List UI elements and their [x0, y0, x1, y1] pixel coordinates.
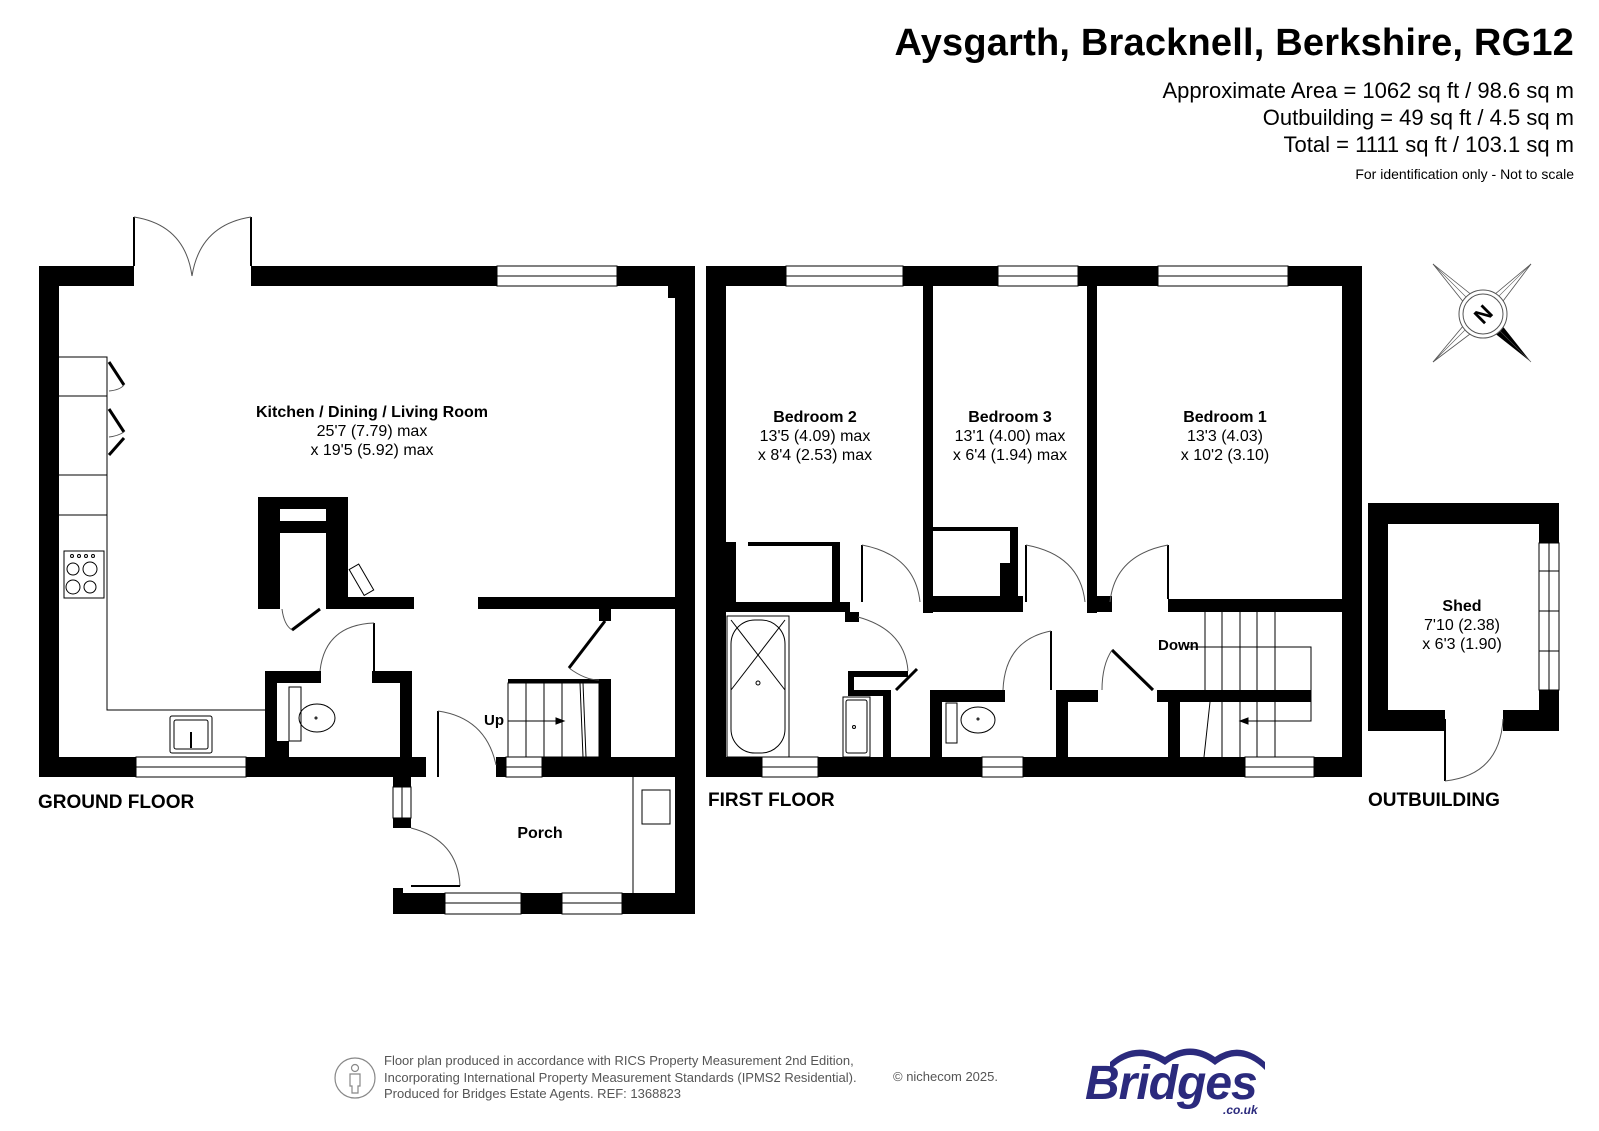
room-name: Shed	[1442, 598, 1482, 615]
bridges-logo: Bridges .co.uk	[1085, 1040, 1275, 1120]
room-kitchen-dining-living: Kitchen / Dining / Living Room 25'7 (7.7…	[256, 403, 488, 460]
disclaimer: For identification only - Not to scale	[1355, 166, 1574, 182]
total-area: Total = 1111 sq ft / 103.1 sq m	[1283, 132, 1574, 157]
outbuilding-walls	[1368, 503, 1559, 731]
ground-floor-fixtures	[59, 216, 671, 893]
person-measure-icon	[334, 1057, 376, 1099]
room-porch: Porch	[517, 824, 562, 843]
room-dimension: x 6'4 (1.94) max	[952, 447, 1068, 464]
room-dimension: x 8'4 (2.53) max	[757, 447, 873, 464]
first-floor-fixtures	[726, 544, 1312, 758]
page-title: Aysgarth, Bracknell, Berkshire, RG12	[894, 22, 1574, 64]
first-floor-windows	[761, 265, 1315, 778]
room-bedroom-1: Bedroom 1 13'3 (4.03) x 10'2 (3.10)	[1181, 408, 1269, 465]
approximate-area: Approximate Area = 1062 sq ft / 98.6 sq …	[1162, 78, 1574, 103]
bridge-arches-icon	[1110, 1048, 1265, 1070]
ground-floor-walls	[39, 266, 695, 914]
room-dimension: x 19'5 (5.92) max	[310, 442, 434, 459]
footer-line-3: Produced for Bridges Estate Agents. REF:…	[384, 1086, 682, 1101]
footer-line-2: Incorporating International Property Mea…	[384, 1069, 857, 1085]
room-dimension: x 6'3 (1.90)	[1422, 636, 1502, 653]
outbuilding-door	[1444, 718, 1504, 782]
copyright: © nichecom 2025.	[893, 1069, 998, 1084]
room-dimension: 13'3 (4.03)	[1187, 428, 1263, 445]
room-bedroom-2: Bedroom 2 13'5 (4.09) max x 8'4 (2.53) m…	[758, 408, 872, 465]
room-name: Kitchen / Dining / Living Room	[256, 404, 488, 421]
room-shed: Shed 7'10 (2.38) x 6'3 (1.90)	[1422, 597, 1502, 654]
room-dimension: 25'7 (7.79) max	[316, 423, 428, 440]
footer-line-1: Floor plan produced in accordance with R…	[384, 1053, 854, 1068]
room-dimension: 13'5 (4.09) max	[759, 428, 871, 445]
ground-floor-windows	[135, 265, 623, 915]
outbuilding-area: Outbuilding = 49 sq ft / 4.5 sq m	[1262, 105, 1574, 130]
north-compass-icon: N	[1432, 263, 1532, 363]
brand-name: Bridges	[1085, 1057, 1258, 1110]
first-floor-label: FIRST FLOOR	[708, 790, 835, 811]
room-dimension: 7'10 (2.38)	[1423, 617, 1500, 634]
outbuilding-label: OUTBUILDING	[1368, 790, 1500, 811]
outbuilding-window	[1538, 542, 1560, 691]
stairs-down-label: Down	[1158, 637, 1199, 654]
room-dimension: 13'1 (4.00) max	[954, 428, 1066, 445]
room-name: Bedroom 2	[773, 409, 857, 426]
first-floor-walls	[706, 266, 1362, 777]
stairs-up-label: Up	[484, 712, 504, 729]
ground-floor-label: GROUND FLOOR	[38, 792, 195, 813]
room-name: Bedroom 1	[1183, 409, 1267, 426]
room-bedroom-3: Bedroom 3 13'1 (4.00) max x 6'4 (1.94) m…	[953, 408, 1067, 465]
brand-tld: .co.uk	[1223, 1103, 1258, 1117]
room-name: Porch	[517, 825, 563, 842]
room-name: Bedroom 3	[968, 409, 1052, 426]
room-dimension: x 10'2 (3.10)	[1180, 447, 1270, 464]
